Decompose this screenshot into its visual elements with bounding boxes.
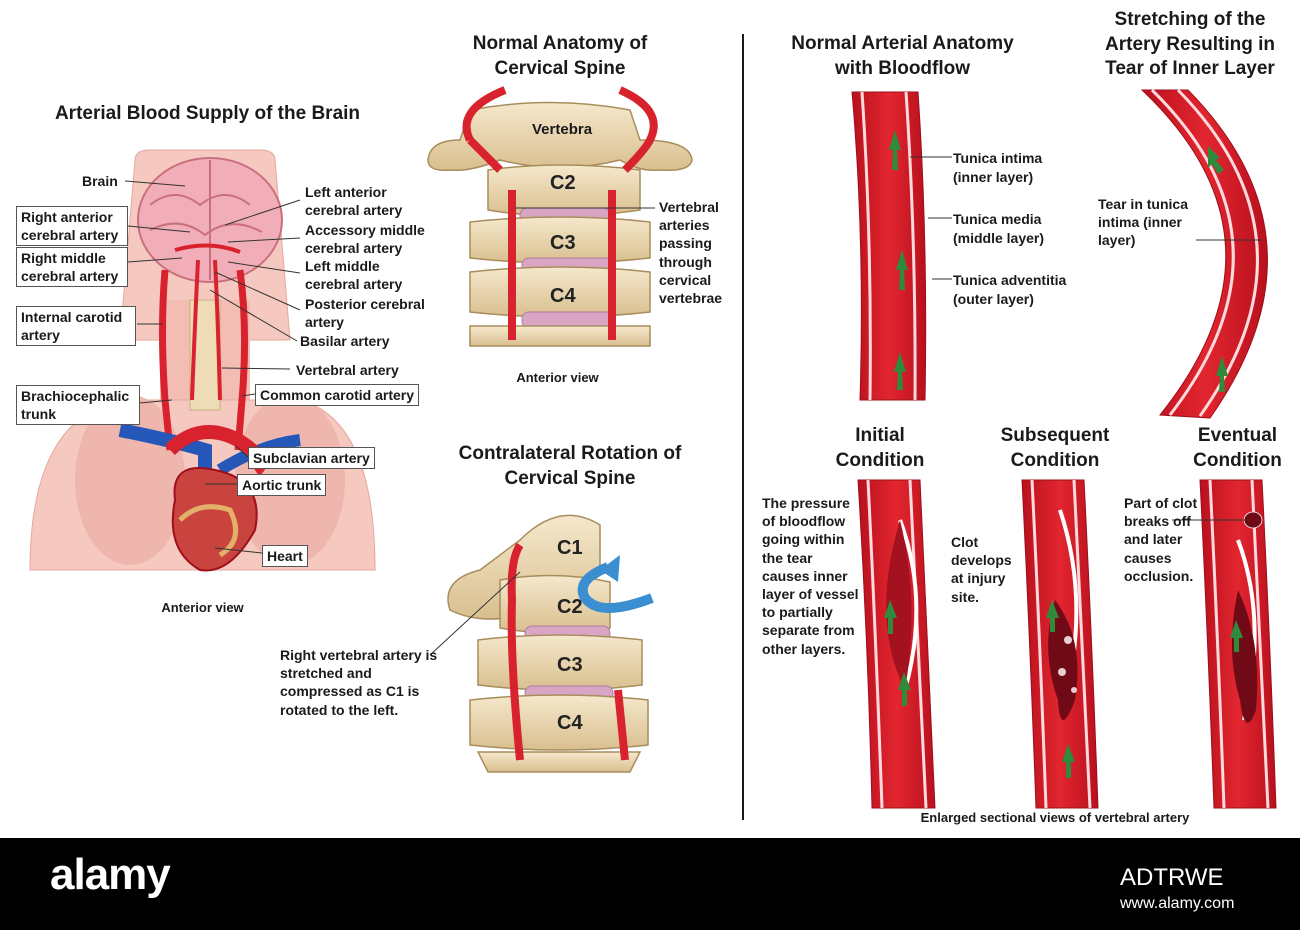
label-aortic-trunk: Aortic trunk [237, 474, 327, 497]
label-left-middle-cerebral-artery: Left middle cerebral artery [305, 258, 403, 293]
brain-panel-caption: Anterior view [161, 600, 244, 615]
label-tunica-intima-sub: (inner layer) [953, 169, 1034, 185]
stretched-artery-flow-arrows [1208, 146, 1228, 392]
rotation-description: Right vertebral artery is stretched and … [280, 647, 438, 718]
subsequent-condition-vessel [1021, 479, 1099, 809]
label-tunica-adventitia: Tunica adventitia [953, 272, 1067, 288]
watermark-bar: alamy ADTRWE www.alamy.com [0, 838, 1300, 930]
initial-condition-vessel [857, 479, 936, 809]
illustration-canvas [29, 86, 1277, 809]
normal-artery-title: Normal Arterial Anatomy with Bloodflow [791, 33, 1014, 79]
watermark-image-id: ADTRWE [1120, 864, 1224, 891]
eventual-condition-arrows [1230, 620, 1243, 652]
subsequent-condition-arrows [1046, 600, 1075, 778]
label-subclavian-artery: Subclavian artery [248, 447, 375, 470]
label-left-anterior-cerebral-artery: Left anterior cerebral artery [305, 184, 403, 219]
rotation-spine-title: Contralateral Rotation of Cervical Spine [458, 443, 682, 489]
watermark-url: www.alamy.com [1120, 895, 1235, 912]
normal-artery-vessel [851, 91, 927, 401]
label-c1-rotated: C1 [557, 537, 583, 559]
label-tear-tunica-intima: Tear in tunica intima (inner layer) [1098, 196, 1188, 249]
heart-illustration [118, 423, 301, 572]
stretched-artery-title: Stretching of the Artery Resulting in Te… [1105, 9, 1275, 80]
eventual-condition-title: Eventual Condition [1193, 425, 1282, 471]
normal-spine-caption: Anterior view [516, 370, 599, 385]
label-c2-normal: C2 [550, 172, 576, 194]
label-vertebral-arteries: Vertebral arteries passing through cervi… [659, 199, 723, 306]
subsequent-condition-title: Subsequent Condition [1000, 425, 1110, 471]
eventual-condition-text: Part of clot breaks off and later causes… [1124, 495, 1198, 584]
normal-artery-flow-arrows [889, 130, 908, 390]
panel-divider [742, 34, 744, 820]
label-posterior-cerebral-artery: Posterior cerebral artery [305, 296, 425, 331]
label-c3-rotated: C3 [557, 654, 583, 676]
initial-condition-title: Initial Condition [835, 425, 925, 471]
normal-spine-illustration [427, 86, 693, 347]
neck-arteries [159, 243, 249, 451]
label-right-middle-cerebral-artery: Right middle cerebral artery [16, 247, 128, 288]
rotated-spine-leader-line [429, 571, 521, 656]
label-brachiocephalic-trunk: Brachiocephalic trunk [16, 385, 140, 426]
normal-artery-leader-lines [910, 156, 952, 280]
label-right-anterior-cerebral-artery: Right anterior cerebral artery [16, 206, 128, 247]
stretched-artery-vessel [1140, 88, 1268, 419]
initial-condition-arrows [884, 600, 911, 706]
label-c3-normal: C3 [550, 232, 576, 254]
brain-leader-lines [124, 180, 301, 554]
label-tunica-adventitia-sub: (outer layer) [953, 291, 1034, 307]
rotated-spine-illustration [447, 514, 649, 773]
label-c4-rotated: C4 [557, 712, 583, 734]
label-tunica-media-sub: (middle layer) [953, 230, 1045, 246]
normal-spine-title: Normal Anatomy of Cervical Spine [472, 33, 648, 79]
label-tunica-intima: Tunica intima [953, 150, 1043, 166]
label-c4-normal: C4 [550, 285, 576, 307]
subsequent-condition-text: Clot develops at injury site. [951, 534, 1012, 605]
label-basilar-artery: Basilar artery [300, 333, 390, 349]
conditions-caption: Enlarged sectional views of vertebral ar… [920, 810, 1190, 825]
label-accessory-middle-cerebral-artery: Accessory middle cerebral artery [305, 222, 425, 257]
label-vertebra: Vertebra [532, 121, 593, 138]
label-tunica-media: Tunica media [953, 211, 1042, 227]
watermark-brand-logo: alamy [50, 850, 171, 899]
label-vertebral-artery: Vertebral artery [296, 362, 399, 378]
brain-panel-title: Arterial Blood Supply of the Brain [54, 103, 361, 124]
label-heart: Heart [262, 545, 308, 568]
initial-condition-text: The pressure of bloodflow going within t… [762, 495, 859, 657]
label-brain: Brain [82, 173, 118, 189]
label-common-carotid-artery: Common carotid artery [255, 384, 420, 407]
brain-illustration [137, 157, 283, 283]
label-c2-rotated: C2 [557, 596, 583, 618]
rotation-arrow-icon [577, 555, 654, 613]
label-internal-carotid-artery: Internal carotid artery [16, 306, 136, 347]
